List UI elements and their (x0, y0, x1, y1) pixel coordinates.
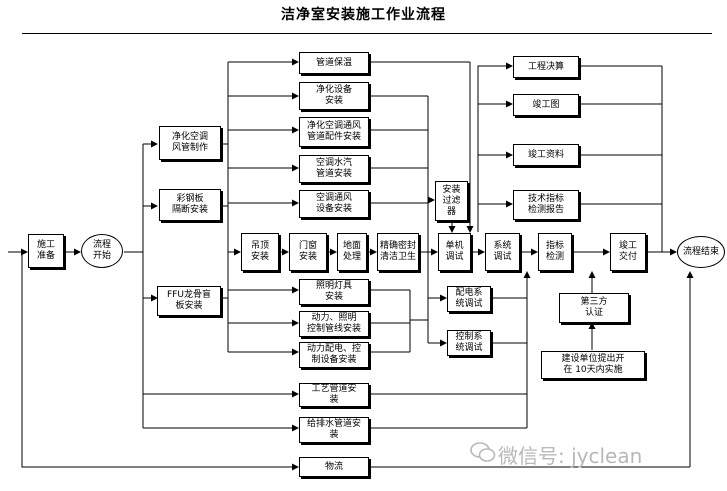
node-guandao-baowen: 管道保温 (299, 52, 369, 74)
node-dongli-peidian: 动力配电、控 制设备安装 (299, 342, 369, 368)
node-zhibiao-jiance: 指标 检测 (538, 233, 572, 271)
node-liucheng-jieshu: 流程结束 (677, 236, 725, 268)
node-peidian-tiaoshi: 配电系 统调试 (447, 286, 491, 312)
node-gongcheng-juesuan: 工程决算 (513, 56, 579, 78)
node-dimian: 地面 处理 (337, 233, 367, 271)
node-anzhuang-guolvqi: 安装 过滤 器 (435, 181, 468, 221)
node-disanfang-renzheng: 第三方 认证 (559, 293, 629, 323)
node-jishu-zhibiao: 技术指标 检测报告 (513, 190, 579, 220)
node-dongli-zhaoming: 动力、照明 控制管线安装 (299, 311, 369, 337)
node-kongtiao-tongfeng-shebei: 空调通风 设备安装 (299, 190, 369, 218)
wechat-icon (470, 442, 496, 462)
node-zhaoming-dengju: 照明灯具 安装 (299, 279, 369, 305)
node-diaoding: 吊顶 安装 (241, 233, 279, 271)
watermark: 微信号: jyclean (498, 444, 643, 468)
node-jungong-tu: 竣工图 (513, 94, 579, 116)
node-kongzhi-tiaoshi: 控制系 统调试 (447, 330, 491, 356)
node-liucheng-kaishi: 流程 开始 (81, 234, 123, 268)
node-menchuang: 门窗 安装 (289, 233, 327, 271)
node-xitong-tiaoshi: 系统 调试 (485, 233, 520, 271)
node-wuliu: 物流 (299, 457, 369, 477)
node-jingjie-mifeng: 精确密封 清洁卫生 (377, 233, 419, 271)
node-danji-tiaoshi: 单机 调试 (438, 233, 471, 271)
node-geipaishui: 给排水管道安 装 (299, 417, 369, 443)
node-jinghua-shebei: 净化设备 安装 (299, 82, 369, 110)
node-jungong-jiaofu: 竣工 交付 (610, 233, 646, 271)
node-jinghua-kongtiao-fengguan: 净化空调 风管制作 (159, 126, 221, 160)
node-jianshe-danwei: 建设单位提出开 在 10天内实施 (541, 351, 645, 379)
title-rule (22, 33, 712, 34)
node-kongtiao-shuiqi: 空调水汽 管道安装 (299, 155, 369, 183)
node-caigangban-geduan: 彩钢板 隔断安装 (159, 189, 221, 221)
node-jinghua-kongtiao-tongfeng-peijian: 净化空调通风 管道配件安装 (299, 117, 369, 147)
node-shigong-zhunbei: 施工 准备 (28, 234, 64, 268)
page-title: 洁净室安装施工作业流程 (281, 7, 446, 23)
node-gongyi-guandao: 工艺管道安 装 (299, 383, 369, 407)
node-ffu-longgu: FFU龙骨盲 板安装 (157, 286, 221, 316)
node-jungong-ziliao: 竣工资料 (513, 144, 579, 166)
